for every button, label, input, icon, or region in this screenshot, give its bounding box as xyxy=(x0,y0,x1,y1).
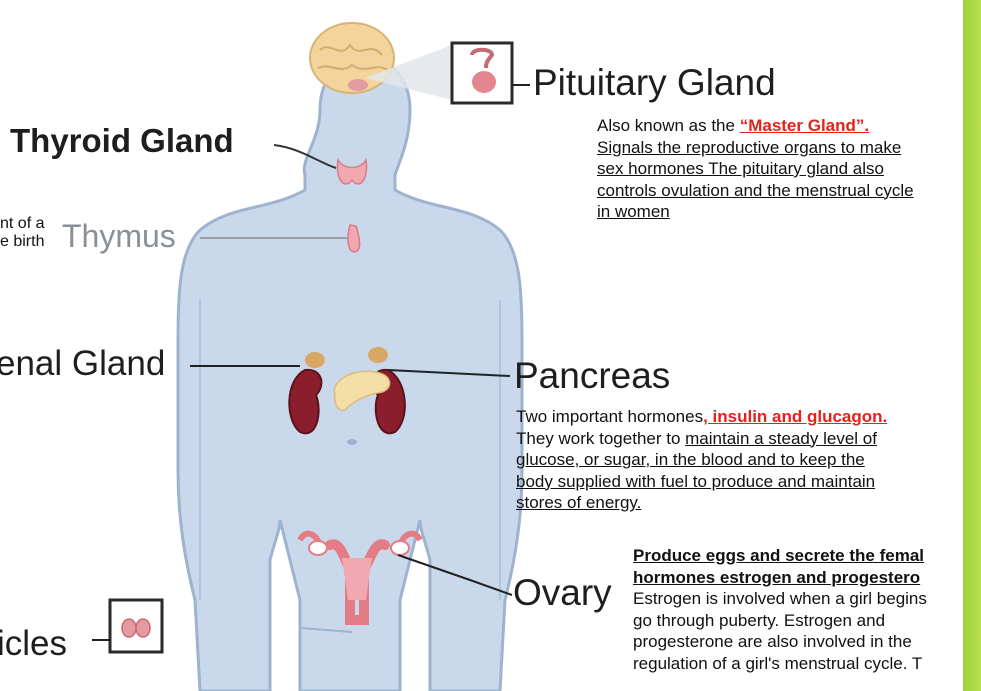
master-gland-text: “Master Gland”. xyxy=(740,116,869,135)
label-pituitary-gland: Pituitary Gland xyxy=(533,62,776,104)
slide-edge-accent xyxy=(963,0,981,691)
pituitary-description: Also known as the “Master Gland”. Signal… xyxy=(597,115,977,223)
label-testicles: icles xyxy=(0,624,67,664)
insulin-glucagon-text: , insulin and glucagon. xyxy=(703,407,887,426)
label-thymus: Thymus xyxy=(62,218,176,255)
pancreas-description: Two important hormones, insulin and gluc… xyxy=(516,406,963,514)
label-thyroid-gland: Thyroid Gland xyxy=(10,122,234,160)
label-pancreas: Pancreas xyxy=(514,355,670,397)
brain-icon xyxy=(310,23,394,93)
label-ovary: Ovary xyxy=(513,572,612,614)
label-adrenal-gland: enal Gland xyxy=(0,344,165,384)
thymus-description: nt of a e birth xyxy=(0,215,44,251)
ovary-description: Produce eggs and secrete the femal hormo… xyxy=(633,545,963,674)
